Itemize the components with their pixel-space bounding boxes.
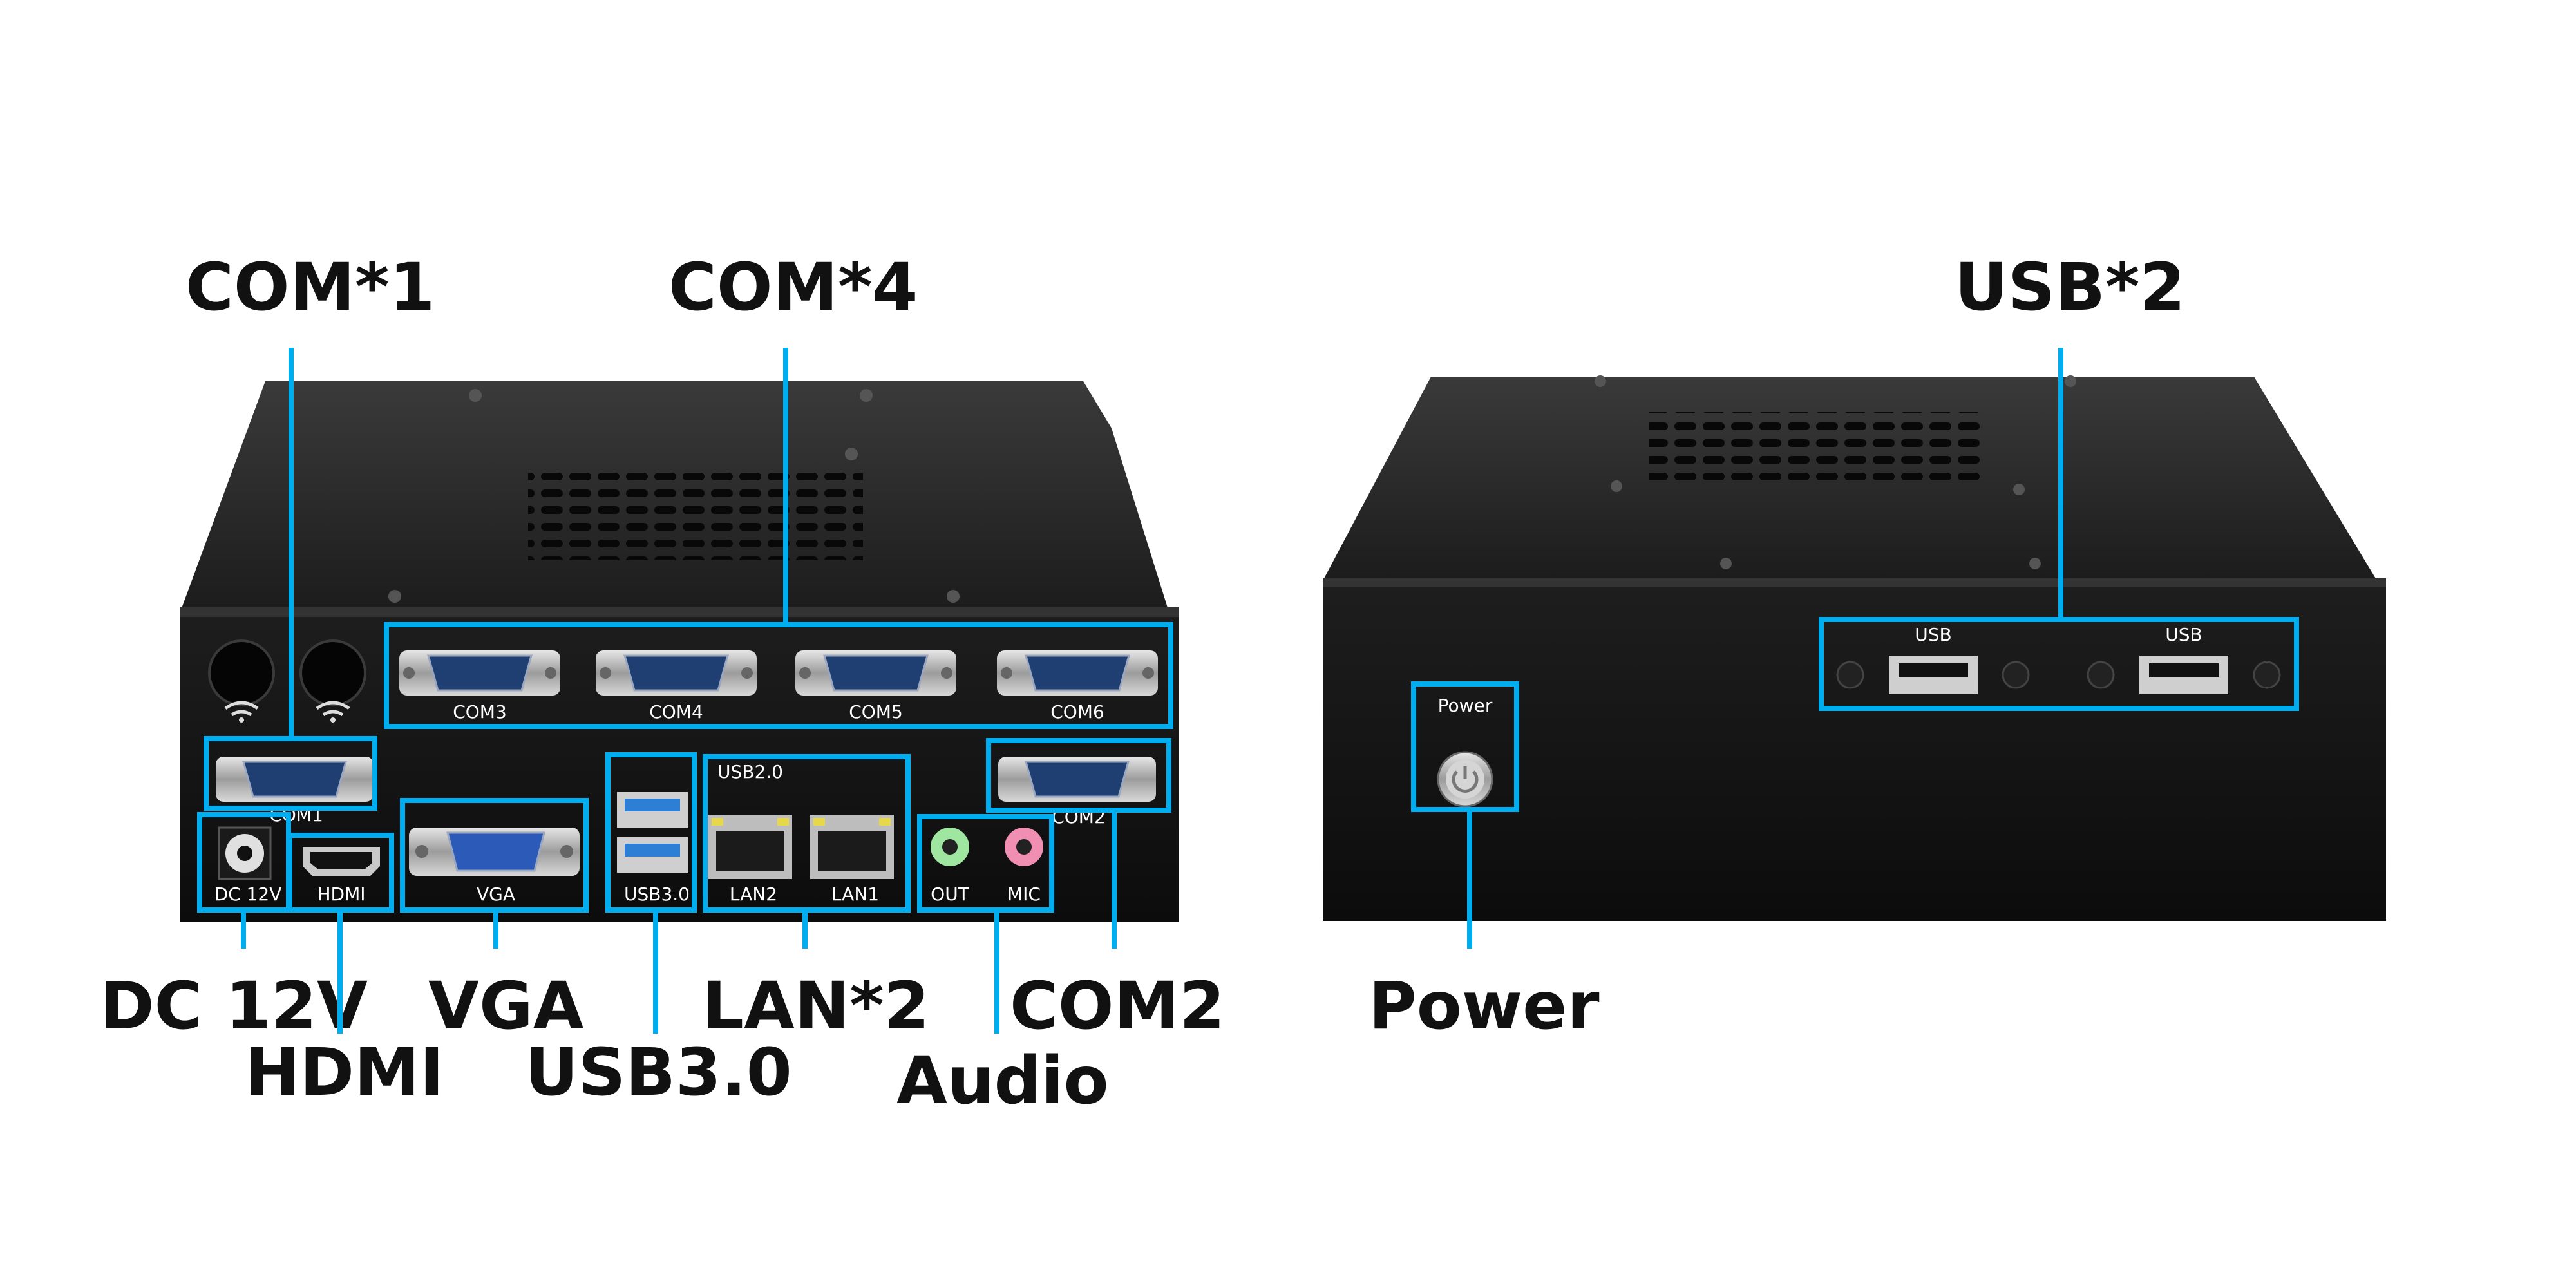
mic-jack	[1005, 828, 1043, 866]
lan1-port	[810, 815, 894, 879]
label-com3: COM3	[453, 701, 507, 723]
callout-usb30: USB3.0	[525, 1034, 792, 1111]
callout-com1: COM*1	[185, 249, 435, 326]
wifi-antenna-icon	[224, 701, 259, 723]
label-lan2: LAN2	[730, 884, 777, 905]
label-vga: VGA	[477, 884, 515, 905]
leader-lines-rear	[241, 348, 1117, 1034]
hdmi-port	[303, 847, 380, 876]
label-usb-right: USB	[2165, 624, 2202, 645]
usb-port-left	[1889, 656, 1978, 694]
rear-view-unit: COM3 COM4 COM5 COM6 COM1 COM2 DC 12	[180, 348, 1179, 1034]
callout-com4: COM*4	[668, 249, 918, 326]
callout-power: Power	[1368, 968, 1600, 1045]
dc-jack	[218, 826, 272, 880]
label-usb-left: USB	[1915, 624, 1951, 645]
label-com5: COM5	[849, 701, 903, 723]
label-power: Power	[1438, 695, 1493, 716]
db9-com3	[399, 650, 560, 696]
db9-com4	[596, 650, 757, 696]
audio-out-jack	[931, 828, 969, 866]
vent-grille-front	[1649, 412, 1984, 480]
label-com4: COM4	[649, 701, 703, 723]
callout-com2: COM2	[1010, 968, 1226, 1045]
power-icon	[1452, 766, 1479, 793]
leader-lines-front	[1467, 348, 2063, 949]
callout-usb2: USB*2	[1955, 249, 2186, 326]
label-usb30: USB3.0	[624, 884, 690, 905]
label-lan1: LAN1	[831, 884, 879, 905]
wifi-antenna-icon	[316, 701, 350, 723]
callout-dc12v: DC 12V	[100, 968, 368, 1045]
power-button	[1437, 751, 1493, 808]
callout-vga: VGA	[428, 968, 584, 1045]
usb-port-right	[2139, 656, 2228, 694]
callout-lan: LAN*2	[702, 968, 930, 1045]
front-view-unit: Power USB USB	[1323, 348, 2386, 949]
callout-audio: Audio	[896, 1043, 1109, 1119]
db9-com5	[795, 650, 956, 696]
antenna-port-left	[208, 639, 275, 723]
label-hdmi: HDMI	[317, 884, 365, 905]
antenna-port-right	[299, 639, 366, 723]
label-dc12v: DC 12V	[214, 884, 282, 905]
usb3-ports	[617, 792, 688, 873]
db9-com1	[216, 757, 374, 802]
label-com6: COM6	[1050, 701, 1104, 723]
vga-port	[409, 828, 580, 876]
vent-grille	[528, 464, 863, 560]
callout-hdmi: HDMI	[245, 1034, 444, 1111]
db9-com2	[998, 757, 1156, 802]
db9-com6	[997, 650, 1158, 696]
label-mic: MIC	[1007, 884, 1041, 905]
label-out: OUT	[931, 884, 970, 905]
label-usb20: USB2.0	[717, 761, 783, 782]
lan2-port	[708, 815, 792, 879]
